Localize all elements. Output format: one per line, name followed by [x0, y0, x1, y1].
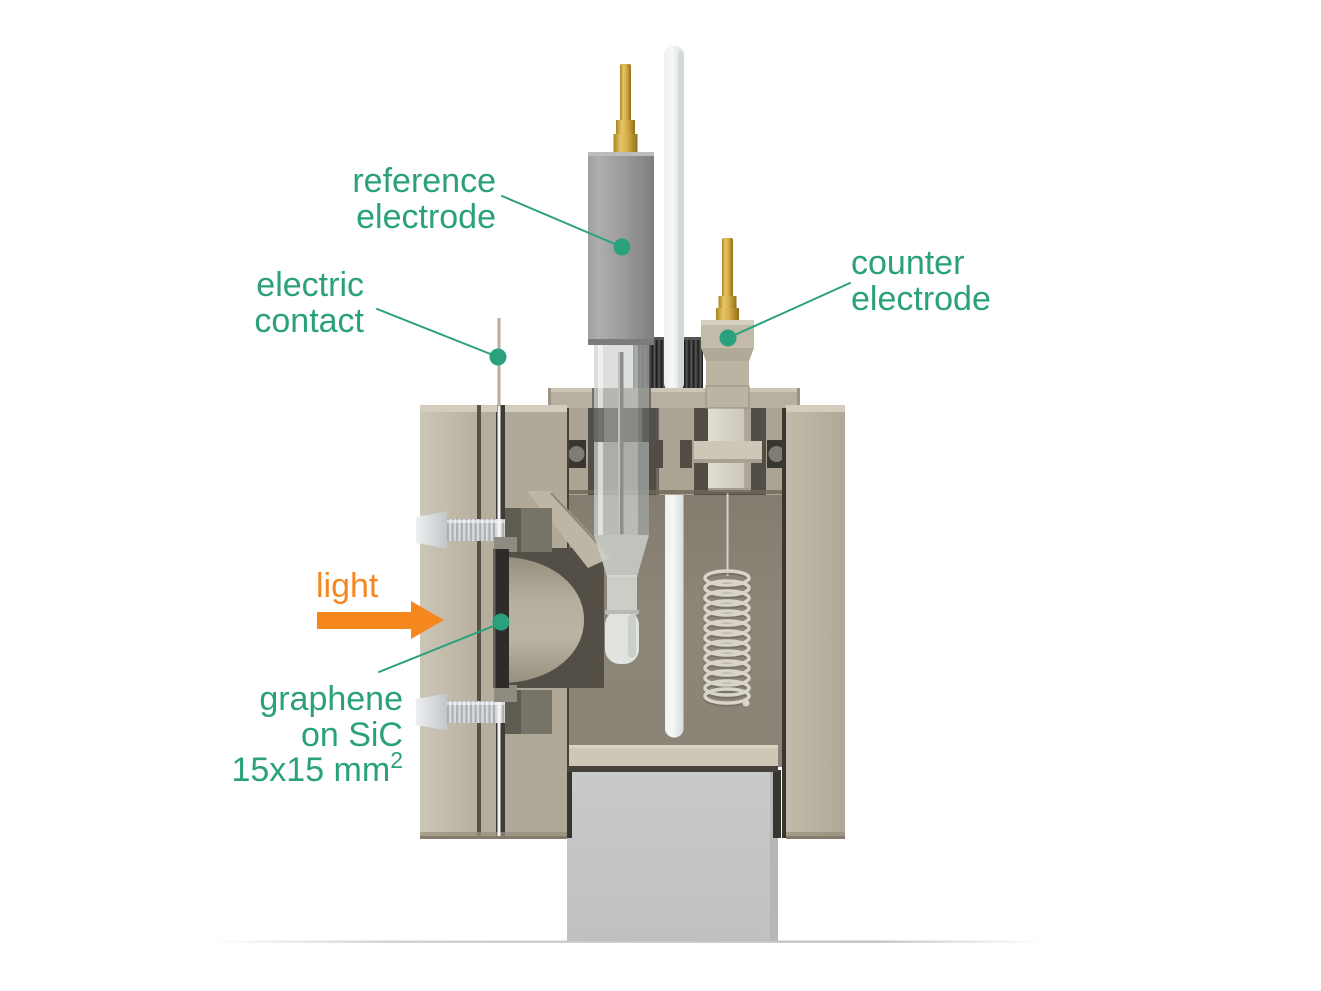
dot-electric-contact [489, 348, 507, 366]
o-ring-left [568, 446, 585, 462]
front-plate-inner [481, 405, 497, 838]
pedestal [565, 767, 781, 941]
leader-counter-electrode [727, 282, 851, 339]
label-reference-electrode-line1: reference [352, 162, 496, 200]
label-graphene-line1: graphene [259, 680, 403, 718]
support-rod-lower [665, 493, 684, 738]
bottom-edges [420, 832, 845, 839]
label-electric-contact-line1: electric [256, 266, 364, 304]
sample-clip-top [494, 537, 517, 552]
light-annotation: light [316, 567, 444, 639]
reference-electrode-pin [620, 64, 631, 124]
reference-electrode [588, 64, 654, 345]
label-counter-electrode-line2: electrode [851, 280, 991, 318]
label-counter-electrode-line1: counter [851, 244, 964, 282]
counter-electrode-spring [703, 569, 751, 707]
o-ring-right [768, 446, 785, 462]
light-arrow-icon [317, 601, 444, 639]
sample-clip-bottom [494, 685, 517, 702]
counter-electrode-pin [722, 238, 733, 298]
counter-electrode-collar [693, 441, 762, 463]
leader-lines [376, 195, 851, 673]
floor-line [210, 940, 1045, 943]
pedestal-gap-left [565, 770, 572, 838]
leader-electric-contact [376, 308, 499, 358]
reference-inner-wire [618, 352, 624, 534]
plate-seam [477, 405, 481, 838]
support-rod-upper [664, 46, 684, 392]
dot-counter-electrode [719, 329, 737, 347]
label-electric-contact-line2: contact [254, 302, 364, 340]
leader-reference-electrode [501, 195, 623, 248]
reference-glass-tube [588, 345, 658, 664]
label-graphene-line2: on SiC [301, 716, 403, 754]
port-faces [567, 408, 786, 495]
top-bevels [420, 405, 845, 412]
label-graphene-line3: 15x15 mm2 [231, 747, 403, 789]
dot-reference-electrode [613, 238, 631, 256]
pedestal-gap-right [773, 770, 781, 838]
label-light: light [316, 567, 379, 605]
dot-graphene [492, 613, 510, 631]
cell-body [416, 318, 845, 839]
teal-annotations: reference electrode electric contact cou… [231, 162, 990, 789]
label-reference-electrode-line2: electrode [356, 198, 496, 236]
top-boss [548, 385, 800, 409]
counter-electrode [701, 238, 754, 392]
right-wall [786, 405, 845, 838]
leader-graphene [378, 622, 502, 673]
cavity-floor [567, 745, 778, 766]
